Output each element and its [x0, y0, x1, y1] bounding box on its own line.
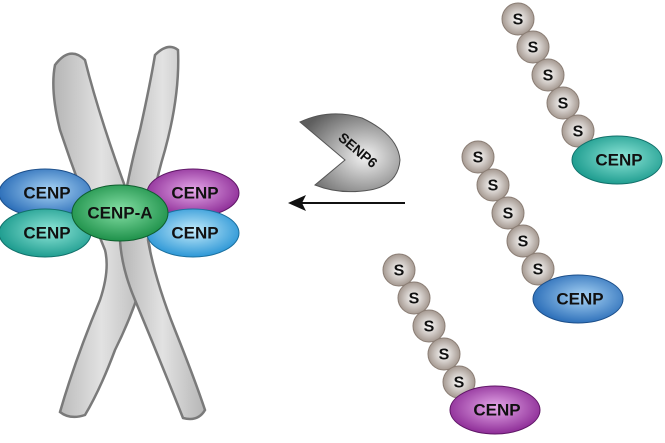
sumo-label: S: [409, 291, 420, 308]
sumo-label: S: [528, 40, 539, 57]
cenp-label: CENP: [171, 224, 218, 243]
sumo-label: S: [488, 178, 499, 195]
cenp-a-label: CENP-A: [87, 204, 152, 223]
sumo-bead: S: [521, 252, 555, 286]
reaction-arrow: [288, 195, 405, 211]
sumo-bead: S: [382, 253, 416, 287]
senp6-enzyme: SENP6: [299, 113, 401, 193]
arrow-head-icon: [288, 195, 306, 211]
cenp-a: CENP-A: [71, 184, 169, 242]
cenp-purple: CENP: [449, 385, 541, 435]
centromere-protein-complex: CENP CENP CENP CENP CENP-A: [0, 168, 240, 258]
sumo-label: S: [473, 150, 484, 167]
sumo-bead: S: [476, 168, 510, 202]
cenp-label: CENP: [473, 401, 520, 420]
cenp-label: CENP: [171, 184, 218, 203]
sumo-bead: S: [491, 196, 525, 230]
sumo-bead: S: [397, 281, 431, 315]
sumo-bead: S: [501, 2, 535, 36]
cenp-label: CENP: [23, 184, 70, 203]
sumo-bead: S: [531, 58, 565, 92]
sumo-bead: S: [427, 337, 461, 371]
sumo-bead: S: [442, 365, 476, 399]
cenp-teal: CENP: [571, 135, 663, 185]
cenp-teal: CENP: [0, 208, 92, 258]
sumo-bead: S: [546, 86, 580, 120]
sumo-label: S: [394, 263, 405, 280]
sumo-label: S: [503, 206, 514, 223]
sumo-label: S: [573, 124, 584, 141]
sumo-label: S: [558, 96, 569, 113]
sumo-label: S: [513, 12, 524, 29]
cenp-label: CENP: [595, 151, 642, 170]
cenp-blue: CENP: [532, 274, 624, 324]
sumo-label: S: [439, 347, 450, 364]
sumo-label: S: [518, 234, 529, 251]
cenp-label: CENP: [23, 224, 70, 243]
cenp-cyan: CENP: [146, 208, 240, 258]
sumo-label: S: [543, 68, 554, 85]
sumo-label: S: [424, 319, 435, 336]
sumo-bead: S: [412, 309, 446, 343]
sumo-bead: S: [506, 224, 540, 258]
sumo-bead: S: [516, 30, 550, 64]
sumo-label: S: [533, 262, 544, 279]
sumo-bead: S: [461, 140, 495, 174]
sumo-label: S: [454, 375, 465, 392]
cenp-label: CENP: [556, 290, 603, 309]
sumo-bead: S: [561, 114, 595, 148]
